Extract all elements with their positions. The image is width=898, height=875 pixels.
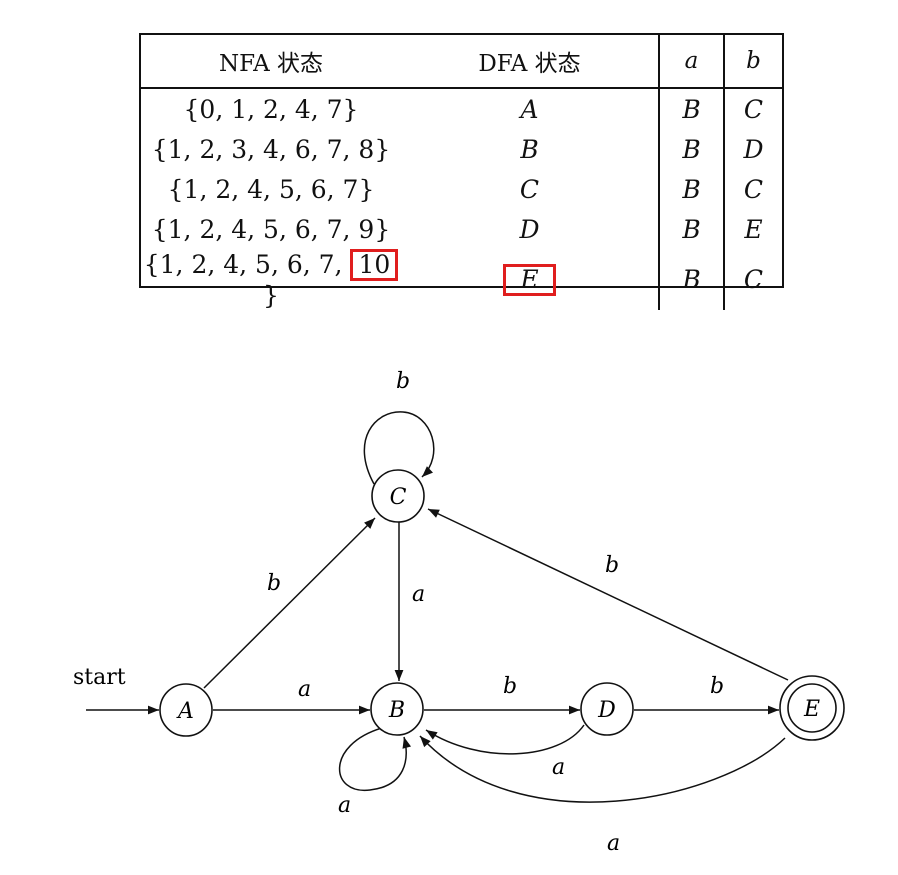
table-row: {1, 2, 4, 5, 6, 7, 10} E B C bbox=[141, 249, 782, 311]
state-e-accepting: E bbox=[779, 675, 845, 741]
edge-label-d-to-b: a bbox=[552, 755, 565, 780]
state-d-label: D bbox=[597, 698, 616, 723]
edge-label-c-self: b bbox=[396, 369, 410, 394]
nfa-state-cell: {1, 2, 3, 4, 6, 7, 8} bbox=[151, 134, 391, 164]
edge-label-b-to-d: b bbox=[503, 674, 517, 699]
dfa-state-cell: B bbox=[520, 134, 539, 164]
edge-label-a-to-b: a bbox=[298, 677, 311, 702]
edge-label-e-to-b: a bbox=[607, 831, 620, 856]
nfa-state-cell: {1, 2, 4, 5, 6, 7} bbox=[167, 174, 375, 204]
transition-b-cell: E bbox=[723, 209, 782, 249]
table-row: {1, 2, 4, 5, 6, 7} C B C bbox=[141, 169, 782, 209]
edge-label-d-to-e: b bbox=[710, 674, 724, 699]
nfa-state-prefix: {1, 2, 4, 5, 6, 7, bbox=[143, 250, 351, 279]
transition-table: NFA 状态 DFA 状态 a b {0, 1, 2, 4, 7} A B C … bbox=[141, 35, 782, 311]
dfa-state-cell: D bbox=[519, 214, 540, 244]
nfa-state-suffix: } bbox=[263, 281, 279, 311]
table-row: {1, 2, 3, 4, 6, 7, 8} B B D bbox=[141, 129, 782, 169]
transition-a-cell: B bbox=[658, 209, 724, 249]
transition-b-cell: C bbox=[723, 169, 782, 209]
edge-a-to-c bbox=[203, 517, 376, 689]
transition-a-cell: B bbox=[658, 129, 724, 169]
dfa-state-cell: A bbox=[520, 94, 539, 124]
state-b-label: B bbox=[388, 698, 405, 723]
edge-c-self-loop bbox=[363, 411, 435, 485]
edge-label-c-to-b: a bbox=[412, 582, 425, 607]
table-row: {0, 1, 2, 4, 7} A B C bbox=[141, 88, 782, 129]
state-c-label: C bbox=[390, 485, 407, 510]
header-dfa-state: DFA 状态 bbox=[401, 35, 659, 89]
transition-b-cell: C bbox=[723, 88, 782, 129]
transition-a-cell: B bbox=[658, 169, 724, 209]
transition-a-cell: B bbox=[658, 249, 724, 311]
edge-b-self-loop bbox=[338, 727, 412, 791]
header-nfa-state: NFA 状态 bbox=[141, 35, 401, 89]
edge-e-to-c bbox=[427, 508, 789, 681]
table-row: {1, 2, 4, 5, 6, 7, 9} D B E bbox=[141, 209, 782, 249]
state-a: A bbox=[159, 683, 213, 737]
edge-e-to-b bbox=[419, 735, 786, 803]
nfa-state-cell: {1, 2, 4, 5, 6, 7, 10} bbox=[141, 249, 401, 310]
transition-b-cell: D bbox=[723, 129, 782, 169]
edge-label-b-self: a bbox=[338, 793, 351, 818]
state-d: D bbox=[580, 682, 634, 736]
highlight-box-e: E bbox=[503, 263, 556, 296]
highlight-box-10: 10 bbox=[350, 249, 399, 282]
state-a-label: A bbox=[176, 699, 194, 724]
nfa-state-cell: {1, 2, 4, 5, 6, 7, 9} bbox=[151, 214, 391, 244]
state-c: C bbox=[371, 469, 425, 523]
table-header-row: NFA 状态 DFA 状态 a b bbox=[141, 35, 782, 89]
dfa-state-cell: C bbox=[519, 174, 540, 204]
header-symbol-b: b bbox=[723, 35, 782, 89]
transition-b-cell: C bbox=[723, 249, 782, 311]
transition-a-cell: B bbox=[658, 88, 724, 129]
nfa-state-cell: {0, 1, 2, 4, 7} bbox=[183, 94, 359, 124]
header-symbol-a: a bbox=[658, 35, 724, 89]
edge-label-a-to-c: b bbox=[267, 571, 281, 596]
dfa-transition-table: NFA 状态 DFA 状态 a b {0, 1, 2, 4, 7} A B C … bbox=[139, 33, 784, 311]
edge-d-to-b bbox=[425, 724, 585, 755]
dfa-state-cell: E bbox=[401, 249, 659, 310]
edge-label-e-to-c: b bbox=[605, 553, 619, 578]
state-e-label: E bbox=[803, 697, 820, 722]
start-label: start bbox=[73, 665, 126, 690]
state-b: B bbox=[370, 682, 424, 736]
